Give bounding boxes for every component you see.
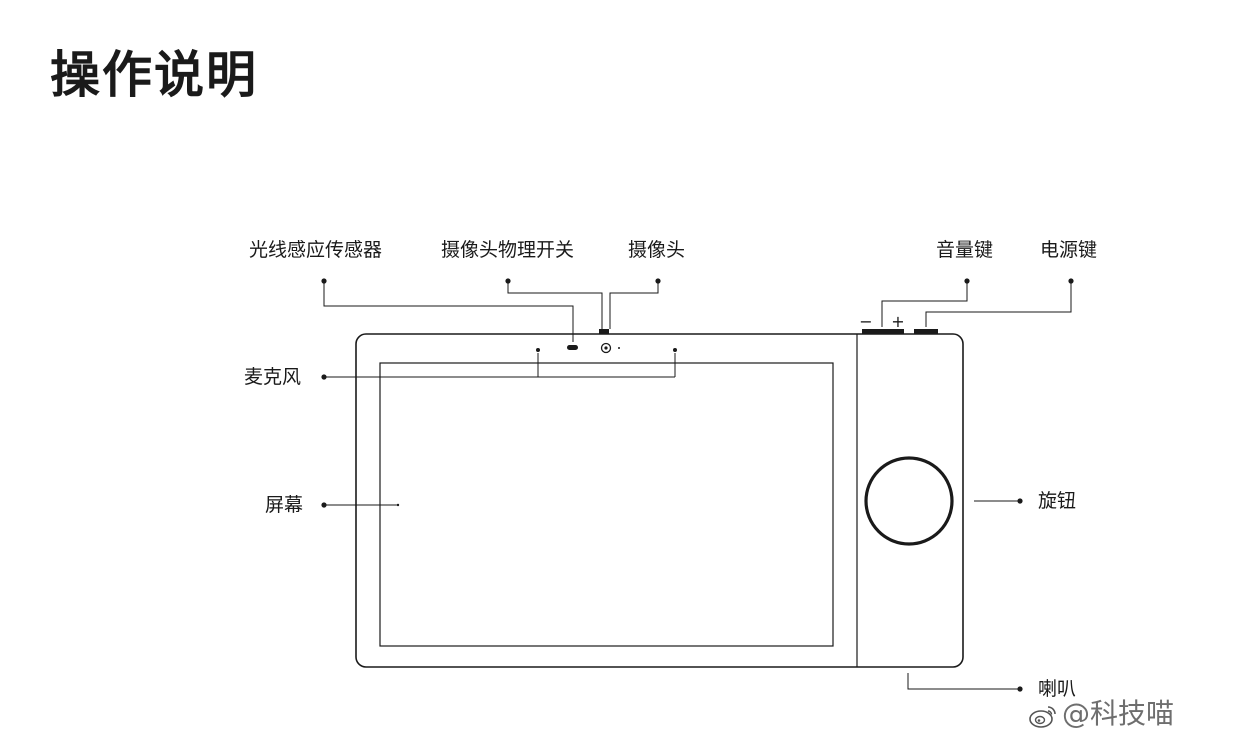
volume-key bbox=[862, 329, 904, 334]
mic-right-hole bbox=[673, 348, 677, 352]
leader-screen-end bbox=[396, 503, 400, 507]
knob-circle bbox=[864, 456, 954, 546]
label-power-key: 电源键 bbox=[1040, 239, 1098, 261]
leader-camera-switch-dot bbox=[505, 278, 511, 284]
leader-camera-dot bbox=[655, 278, 661, 284]
leader-volume bbox=[881, 281, 968, 327]
label-camera: 摄像头 bbox=[628, 239, 686, 261]
leader-speaker-dot bbox=[1017, 686, 1023, 692]
leader-light-sensor-dot bbox=[321, 278, 327, 284]
label-speaker: 喇叭 bbox=[1038, 678, 1077, 700]
camera-lens-center bbox=[604, 346, 608, 350]
leader-screen-dot bbox=[321, 502, 327, 508]
camera-indicator-dot bbox=[618, 347, 620, 349]
camera-lens-ring bbox=[600, 342, 612, 354]
label-volume-keys: 音量键 bbox=[936, 239, 994, 261]
watermark-text: @科技喵 bbox=[1062, 697, 1175, 730]
leader-camera-switch bbox=[507, 281, 603, 329]
weibo-icon bbox=[1029, 706, 1056, 728]
leader-power-dot bbox=[1068, 278, 1074, 284]
mic-left-hole bbox=[536, 348, 540, 352]
label-camera-switch: 摄像头物理开关 bbox=[441, 239, 575, 261]
label-light-sensor: 光线感应传感器 bbox=[249, 239, 383, 261]
label-screen: 屏幕 bbox=[265, 494, 304, 516]
leader-power bbox=[925, 281, 1072, 327]
leader-microphone bbox=[324, 353, 676, 378]
camera-switch-slider bbox=[599, 329, 609, 334]
leader-knob-dot bbox=[1017, 498, 1023, 504]
device-body bbox=[355, 333, 964, 668]
power-key bbox=[914, 329, 938, 334]
label-knob: 旋钮 bbox=[1038, 490, 1077, 512]
light-sensor-window bbox=[567, 345, 578, 350]
volume-minus-symbol: − bbox=[859, 312, 872, 331]
label-microphone: 麦克风 bbox=[244, 366, 302, 388]
volume-plus-symbol: + bbox=[891, 312, 904, 331]
leader-volume-dot bbox=[964, 278, 970, 284]
page-title: 操作说明 bbox=[50, 46, 258, 104]
leader-camera bbox=[609, 281, 659, 329]
leader-microphone-dot bbox=[321, 374, 327, 380]
leader-light-sensor bbox=[323, 281, 574, 342]
leader-speaker bbox=[907, 673, 1020, 690]
screen-area bbox=[379, 362, 834, 647]
